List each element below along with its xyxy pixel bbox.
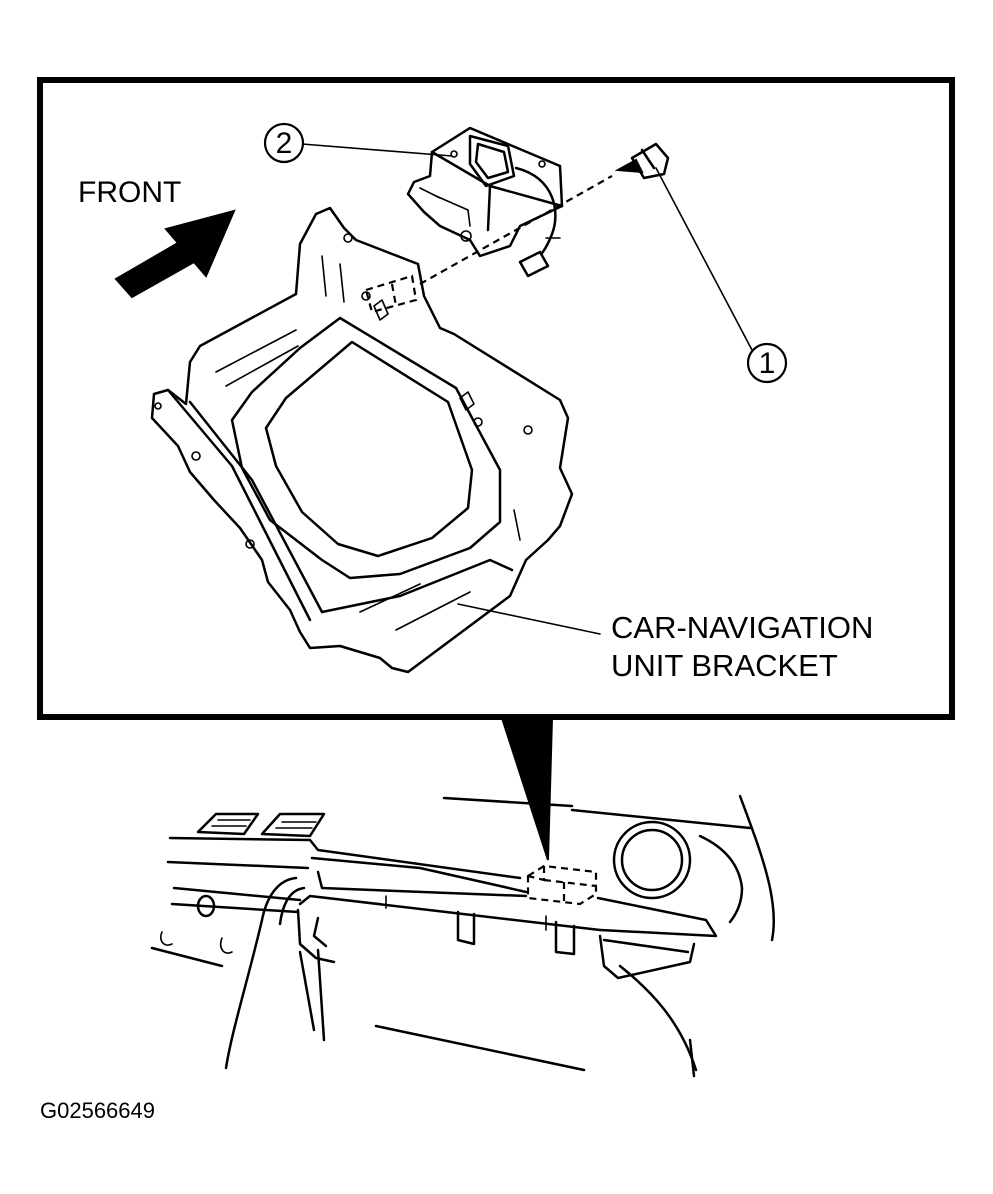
gps-sensor-unit	[406, 126, 564, 278]
leader-line-2	[301, 143, 453, 157]
callout-2: 2	[263, 122, 305, 164]
figure-code: G02566649	[40, 1098, 155, 1123]
car-navigation-unit-bracket	[150, 206, 574, 674]
callout-1: 1	[746, 342, 788, 384]
part-label-line2: UNIT BRACKET	[611, 648, 838, 683]
front-arrow-icon	[114, 209, 236, 299]
svg-text:2: 2	[276, 127, 293, 160]
dashboard-overview	[150, 794, 776, 1078]
leader-line-1	[655, 167, 753, 351]
svg-text:1: 1	[759, 347, 776, 380]
zoom-pointer	[500, 717, 554, 861]
install-axis-line	[419, 175, 613, 285]
leader-line-bracket	[457, 603, 601, 635]
screw-icon	[614, 142, 670, 180]
part-label-line1: CAR-NAVIGATION	[611, 610, 873, 645]
front-label: FRONT	[78, 176, 181, 209]
